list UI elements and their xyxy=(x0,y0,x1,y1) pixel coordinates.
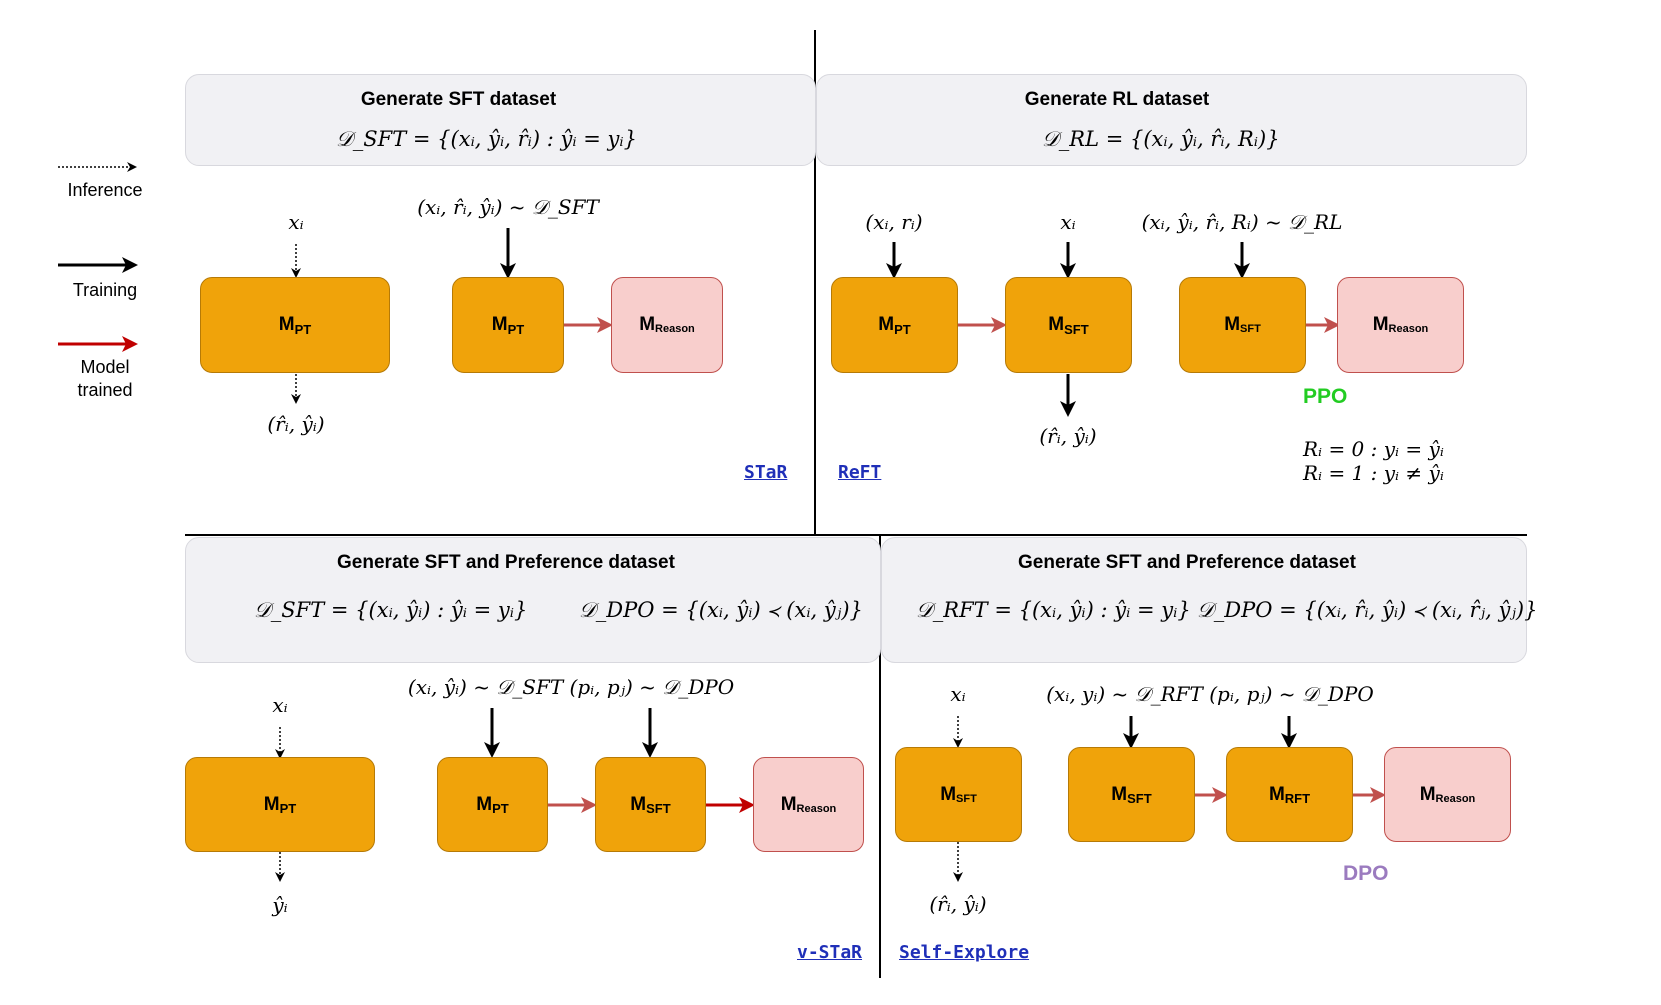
vstar-output-label: ŷᵢ xyxy=(272,893,288,917)
reft-output-label: (r̂ᵢ, ŷᵢ) xyxy=(1039,424,1097,448)
box-sub: Reason xyxy=(655,323,695,335)
star-formula: 𝒟_SFT = {(xᵢ, ŷᵢ, r̂ᵢ) : ŷᵢ = yᵢ} xyxy=(336,127,637,151)
box-sub: Reason xyxy=(796,802,837,815)
star-train-label: (xᵢ, r̂ᵢ, ŷᵢ) ~ 𝒟_SFT xyxy=(417,195,599,219)
box-main: M xyxy=(278,314,295,335)
vstar-link[interactable]: v-STaR xyxy=(797,942,863,963)
reft-reward-line2: Rᵢ = 1 : yᵢ ≠ ŷᵢ xyxy=(1303,461,1444,485)
box-main: M xyxy=(630,793,647,815)
reft-input2-label: xᵢ xyxy=(1060,210,1076,234)
vstar-panel-title: Generate SFT and Preference dataset xyxy=(337,552,675,573)
box-sub: PT xyxy=(279,801,297,816)
box-sub: Reason xyxy=(1388,323,1429,335)
selfexplore-panel-title: Generate SFT and Preference dataset xyxy=(1018,552,1356,573)
box-main: M xyxy=(1048,314,1065,335)
box-sub: RFT xyxy=(1284,791,1311,806)
box-main: M xyxy=(263,793,280,815)
box-main: M xyxy=(639,314,656,335)
selfexplore-link[interactable]: Self-Explore xyxy=(899,942,1030,963)
box-sub: PT xyxy=(294,321,312,337)
reft-panel-title: Generate RL dataset xyxy=(1024,89,1210,110)
selfexplore-input-label: xᵢ xyxy=(950,682,966,706)
star-dataset-panel: Generate SFT dataset 𝒟_SFT = {(xᵢ, ŷᵢ, r… xyxy=(185,74,816,166)
reft-reward-line1: Rᵢ = 0 : yᵢ = ŷᵢ xyxy=(1303,437,1444,461)
reft-train-label: (xᵢ, ŷᵢ, r̂ᵢ, Rᵢ) ~ 𝒟_RL xyxy=(1141,210,1343,234)
box-sub: PT xyxy=(894,321,911,337)
selfexplore-train-label: (xᵢ, yᵢ) ~ 𝒟_RFT (pᵢ, pⱼ) ~ 𝒟_DPO xyxy=(1046,682,1374,706)
box-main: M xyxy=(491,314,508,335)
reft-input1-label: (xᵢ, rᵢ) xyxy=(865,210,923,234)
star-link[interactable]: STaR xyxy=(744,462,788,483)
box-sub: Reason xyxy=(1435,792,1476,805)
vstar-formula-sft: 𝒟_SFT = {(xᵢ, ŷᵢ) : ŷᵢ = yᵢ} xyxy=(254,598,528,622)
reft-algorithm-label: PPO xyxy=(1303,385,1348,408)
selfexplore-algorithm-label: DPO xyxy=(1343,862,1389,885)
selfexplore-formula-rft: 𝒟_RFT = {(xᵢ, ŷᵢ) : ŷᵢ = yᵢ} xyxy=(916,598,1191,622)
star-output-label: (r̂ᵢ, ŷᵢ) xyxy=(267,412,325,436)
selfexplore-output-label: (r̂ᵢ, ŷᵢ) xyxy=(929,892,987,916)
box-sub: SFT xyxy=(1127,791,1152,806)
box-main: M xyxy=(878,314,895,335)
box-main: M xyxy=(476,793,493,815)
box-sub: PT xyxy=(507,321,525,337)
box-main: M xyxy=(1419,783,1436,805)
box-main: M xyxy=(780,793,797,815)
box-main: M xyxy=(1111,783,1128,805)
box-sub: SFT xyxy=(956,792,977,805)
box-sub: SFT xyxy=(1064,321,1089,337)
box-sub: PT xyxy=(492,801,509,816)
box-main: M xyxy=(1224,314,1241,335)
star-panel-title: Generate SFT dataset xyxy=(360,89,557,110)
reft-formula: 𝒟_RL = {(xᵢ, ŷᵢ, r̂ᵢ, Rᵢ)} xyxy=(1042,127,1280,151)
box-sub: SFT xyxy=(646,801,671,816)
selfexplore-dataset-panel: Generate SFT and Preference dataset 𝒟_RF… xyxy=(881,537,1537,663)
legend-model-trained-label: Model trained xyxy=(77,357,133,400)
reft-dataset-panel: Generate RL dataset 𝒟_RL = {(xᵢ, ŷᵢ, r̂ᵢ… xyxy=(816,74,1527,166)
legend-inference-label: Inference xyxy=(67,180,143,200)
vstar-dataset-panel: Generate SFT and Preference dataset 𝒟_SF… xyxy=(185,537,881,663)
box-main: M xyxy=(1268,783,1285,805)
vstar-formula-dpo: 𝒟_DPO = {(xᵢ, ŷᵢ) ≺ (xᵢ, ŷⱼ)} xyxy=(579,598,863,622)
box-main: M xyxy=(940,783,957,805)
selfexplore-formula-dpo: 𝒟_DPO = {(xᵢ, r̂ᵢ, ŷᵢ) ≺ (xᵢ, r̂ⱼ, ŷⱼ)} xyxy=(1197,598,1538,622)
reft-link[interactable]: ReFT xyxy=(838,462,882,483)
vstar-train-label: (xᵢ, ŷᵢ) ~ 𝒟_SFT (pᵢ, pⱼ) ~ 𝒟_DPO xyxy=(407,675,735,699)
box-main: M xyxy=(1372,314,1389,335)
vstar-input-label: xᵢ xyxy=(272,693,288,717)
box-sub: SFT xyxy=(1240,323,1261,335)
legend-training-label: Training xyxy=(72,280,138,300)
star-input-label: xᵢ xyxy=(288,210,304,234)
